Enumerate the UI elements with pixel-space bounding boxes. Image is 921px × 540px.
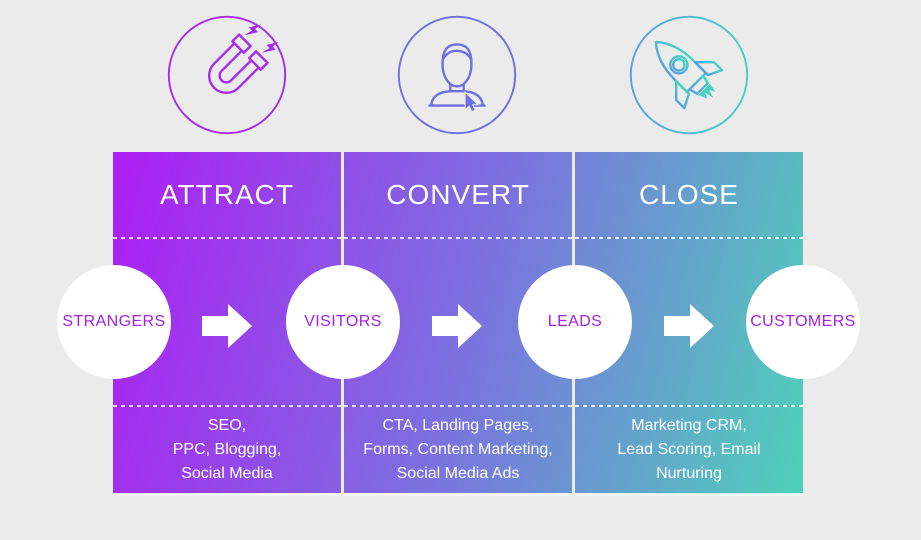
dashed-divider [344, 405, 572, 407]
dashed-divider [113, 237, 341, 239]
dashed-divider [575, 405, 803, 407]
stage-attract-tactics: SEO, PPC, Blogging, Social Media [113, 407, 341, 493]
dashed-divider [575, 237, 803, 239]
tactic-line: Forms, Content Marketing, [363, 441, 553, 458]
stage-convert-tactics: CTA, Landing Pages, Forms, Content Marke… [344, 407, 572, 493]
rocket-icon [627, 13, 751, 137]
stage-convert-header: CONVERT [344, 152, 572, 237]
stage-close-tactics: Marketing CRM, Lead Scoring, Email Nurtu… [575, 407, 803, 493]
arrow-right-icon [664, 304, 714, 348]
audience-label: VISITORS [304, 313, 382, 330]
tactic-line: SEO, [207, 417, 247, 434]
arrow-right-icon [202, 304, 252, 348]
audience-label: STRANGERS [62, 313, 166, 330]
stage-attract-header: ATTRACT [113, 152, 341, 237]
magnet-icon [165, 13, 289, 137]
stage-close-header: CLOSE [575, 152, 803, 237]
dashed-divider [113, 405, 341, 407]
stage-title: ATTRACT [159, 178, 295, 210]
user-select-icon [395, 13, 519, 137]
tactic-line: CTA, Landing Pages, [382, 417, 534, 434]
tactic-line: Marketing CRM, [631, 417, 747, 434]
audience-circle-strangers: STRANGERS [57, 265, 171, 379]
tactic-line: PPC, Blogging, [172, 441, 282, 458]
tactic-line: Lead Scoring, Email [617, 441, 761, 458]
tactic-line: Social Media Ads [396, 465, 520, 482]
dashed-divider [344, 237, 572, 239]
arrow-right-icon [432, 304, 482, 348]
tactic-line: Social Media [181, 465, 273, 482]
tactic-line: Nurturing [656, 465, 722, 482]
stage-title: CONVERT [386, 178, 530, 210]
stage-title: CLOSE [639, 178, 739, 210]
audience-circle-customers: CUSTOMERS [746, 265, 860, 379]
audience-label: CUSTOMERS [750, 313, 856, 330]
audience-circle-leads: LEADS [518, 265, 632, 379]
audience-circle-visitors: VISITORS [286, 265, 400, 379]
audience-label: LEADS [547, 313, 603, 330]
